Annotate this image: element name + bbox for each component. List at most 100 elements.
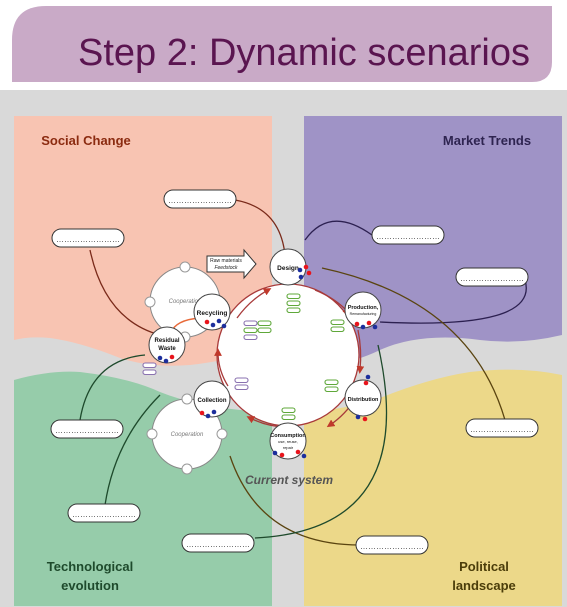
indicator-dot xyxy=(163,358,169,364)
indicator-dot xyxy=(169,354,175,360)
node-design[interactable]: Design xyxy=(269,248,307,286)
placeholder-text: …………………… xyxy=(376,232,440,241)
connector-social-top xyxy=(234,199,286,256)
indicator-dot xyxy=(297,267,303,273)
loop-handle xyxy=(144,296,156,308)
indicator-dot xyxy=(362,416,368,422)
raw-materials-label-line2: Feedstock xyxy=(214,265,238,271)
placeholder-boxes: …………………… …………………… …………………… …………………… …………… xyxy=(50,189,539,555)
loop-handle xyxy=(146,428,158,440)
indicator-dot xyxy=(354,321,360,327)
loop-handle xyxy=(179,261,191,273)
indicator-pill xyxy=(324,379,339,386)
connector-lines xyxy=(79,199,527,546)
indicator-dot xyxy=(306,270,312,276)
recycling-label: Recycling xyxy=(197,310,228,317)
indicator-dot xyxy=(279,452,285,458)
indicator-pill xyxy=(234,384,249,391)
placeholder-box-political-right[interactable] xyxy=(465,418,539,438)
connector-market-right xyxy=(379,279,527,324)
indicator-pill xyxy=(243,320,258,327)
placeholder-box-social-left[interactable] xyxy=(51,228,125,248)
connector-social-left xyxy=(89,249,161,336)
placeholder-text: …………………… xyxy=(360,542,424,551)
connector-tech-bottom xyxy=(254,344,388,539)
placeholder-text: …………………… xyxy=(72,510,136,519)
node-residual-waste[interactable]: Residual Waste xyxy=(148,326,186,364)
indicator-dot xyxy=(360,324,366,330)
social-change-label: Social Change xyxy=(41,133,131,148)
indicator-dot xyxy=(301,453,307,459)
placeholder-box-political-bottom[interactable] xyxy=(355,535,429,555)
placeholder-box-social-top[interactable] xyxy=(163,189,237,209)
page-title: Step 2: Dynamic scenarios xyxy=(78,32,530,74)
indicator-dot xyxy=(272,450,278,456)
raw-materials-label-line1: Raw materials xyxy=(210,258,242,264)
indicator-pill xyxy=(243,334,258,341)
indicator-pill xyxy=(234,377,249,384)
loop-handle xyxy=(181,393,193,405)
technological-label-line1: Technological xyxy=(47,559,133,574)
indicator-pill xyxy=(257,327,272,334)
residual-label-line1: Residual xyxy=(154,338,179,344)
collection-label: Collection xyxy=(197,398,226,404)
indicator-dot xyxy=(216,318,222,324)
node-collection[interactable]: Collection xyxy=(193,380,231,418)
loop-handle xyxy=(181,463,193,475)
placeholder-box-market-top[interactable] xyxy=(371,225,445,245)
political-label-line2: landscape xyxy=(452,578,516,593)
cooperation-loop-bottom: Cooperation xyxy=(146,393,228,475)
connector-political-right xyxy=(321,267,506,421)
loop-handle xyxy=(216,428,228,440)
indicator-pill xyxy=(286,307,301,314)
indicator-dot xyxy=(205,413,211,419)
indicator-pill xyxy=(142,362,157,369)
placeholder-box-center-bottom[interactable] xyxy=(181,533,255,553)
raw-materials-arrow: Raw materials Feedstock xyxy=(206,248,257,280)
design-label: Design xyxy=(277,265,299,272)
residual-label-line2: Waste xyxy=(158,346,176,352)
placeholder-text: …………………… xyxy=(55,426,119,435)
production-label-line1: Production, xyxy=(348,305,379,311)
indicator-dot xyxy=(298,274,304,280)
indicator-pill xyxy=(243,327,258,334)
indicator-pill xyxy=(330,326,345,333)
connector-tech-left xyxy=(79,354,146,421)
indicator-dot xyxy=(204,319,210,325)
political-label-line1: Political xyxy=(459,559,509,574)
indicator-pill xyxy=(257,320,272,327)
indicator-dot xyxy=(355,414,361,420)
production-label-line2: Remanufacturing xyxy=(350,312,377,316)
consumption-label-line1: Consumption xyxy=(270,433,306,439)
indicator-pill xyxy=(330,319,345,326)
placeholder-text: …………………… xyxy=(186,540,250,549)
title-bar xyxy=(12,6,552,82)
node-distribution[interactable]: Distribution xyxy=(344,379,382,417)
technological-label-line2: evolution xyxy=(61,578,119,593)
indicator-dot xyxy=(199,410,205,416)
indicator-dot xyxy=(210,322,216,328)
placeholder-box-tech-top[interactable] xyxy=(50,419,124,439)
indicator-pill xyxy=(281,407,296,414)
connector-market-top xyxy=(304,220,373,241)
indicator-dot xyxy=(303,264,309,270)
placeholder-box-market-right[interactable] xyxy=(455,267,529,287)
indicator-pill xyxy=(324,386,339,393)
indicator-pill xyxy=(281,414,296,421)
placeholder-text: …………………… xyxy=(470,425,534,434)
distribution-label: Distribution xyxy=(348,397,379,403)
cooperation-label-bottom: Cooperation xyxy=(171,432,204,438)
placeholder-text: …………………… xyxy=(460,274,524,283)
node-production[interactable]: Production, Remanufacturing xyxy=(344,291,382,329)
indicator-dot xyxy=(366,320,372,326)
consumption-label-line2: use, reuse, xyxy=(278,439,298,444)
indicator-dot xyxy=(365,374,371,380)
placeholder-box-tech-bottom[interactable] xyxy=(67,503,141,523)
current-system-label: Current system xyxy=(245,473,333,487)
indicator-dot xyxy=(295,449,301,455)
indicator-dot xyxy=(157,355,163,361)
cooperation-label-top: Cooperation xyxy=(169,299,202,305)
indicator-pill xyxy=(286,300,301,307)
